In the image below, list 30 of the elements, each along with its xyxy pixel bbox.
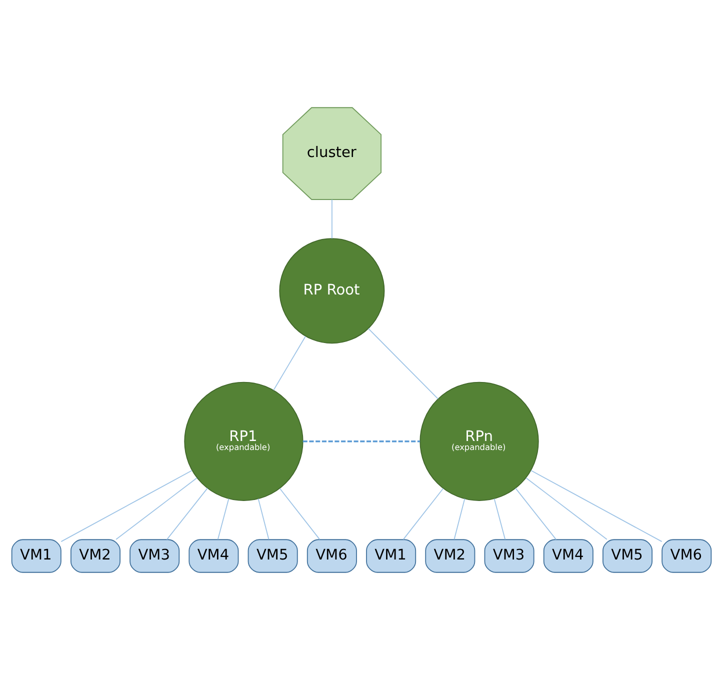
node-box: VM6 [662,538,712,572]
connector [60,470,192,542]
node-box: VM3 [484,538,534,572]
connector [273,335,306,390]
node-box: VM5 [602,538,653,572]
connector [116,477,198,540]
connector [454,498,466,540]
node-box: VM1 [11,538,62,572]
node-circle: RP1 (expandable) [184,381,304,500]
connector [279,488,320,540]
node-box: VM2 [70,538,120,572]
node-box: VM6 [306,538,357,572]
connector [368,328,439,399]
connector [302,440,420,442]
node-box: VM4 [543,538,594,572]
node-circle: RPn (expandable) [420,381,539,500]
connector [258,498,270,540]
connector [166,487,208,540]
node-box: VM5 [248,538,298,572]
node-circle: RP Root [279,238,385,344]
connector [494,498,506,540]
node-box: VM3 [130,538,180,572]
connector [217,498,230,540]
connector [402,488,444,540]
node-box: VM2 [425,538,476,572]
connector [526,477,608,540]
node-box: VM4 [188,538,239,572]
connector [530,470,662,542]
node-box: VM1 [366,538,416,572]
connector [515,487,557,540]
